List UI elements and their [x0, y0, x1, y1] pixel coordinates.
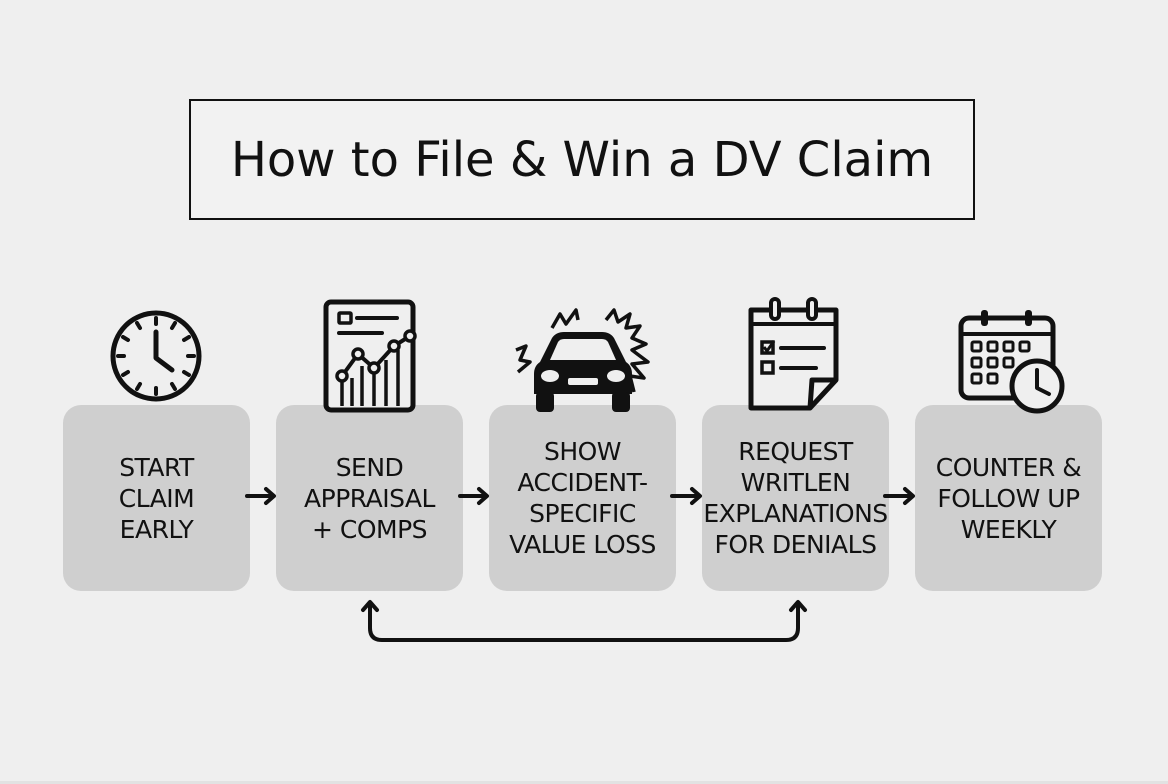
- arrow-1-to-2: [245, 487, 276, 505]
- step-1-label: START CLAIM EARLY: [118, 452, 195, 544]
- step-1-box: START CLAIM EARLY: [63, 405, 250, 591]
- notepad-checklist-icon: [748, 297, 839, 411]
- arrow-2-to-3: [458, 487, 489, 505]
- step-4-label: REQUEST WRITLEN EXPLANATIONS FOR DENIALS: [703, 437, 888, 559]
- step-2-label: SEND APPRAISAL + COMPS: [304, 452, 435, 544]
- report-chart-icon: [323, 299, 417, 413]
- bottom-divider: [0, 781, 1168, 784]
- page-title: How to File & Win a DV Claim: [230, 131, 934, 188]
- step-5-box: COUNTER & FOLLOW UP WEEKLY: [915, 405, 1102, 591]
- step-3-label: SHOW ACCIDENT- SPECIFIC VALUE LOSS: [509, 437, 656, 559]
- car-crash-icon: [515, 308, 650, 412]
- calendar-clock-icon: [958, 310, 1065, 414]
- clock-icon: [110, 310, 202, 402]
- step-4-box: REQUEST WRITLEN EXPLANATIONS FOR DENIALS: [702, 405, 889, 591]
- step-5-label: COUNTER & FOLLOW UP WEEKLY: [935, 452, 1082, 544]
- arrow-3-to-4: [670, 487, 702, 505]
- title-box: How to File & Win a DV Claim: [189, 99, 975, 220]
- loop-arrow-2-to-4: [361, 600, 807, 642]
- step-2-box: SEND APPRAISAL + COMPS: [276, 405, 463, 591]
- step-3-box: SHOW ACCIDENT- SPECIFIC VALUE LOSS: [489, 405, 676, 591]
- arrow-4-to-5: [883, 487, 915, 505]
